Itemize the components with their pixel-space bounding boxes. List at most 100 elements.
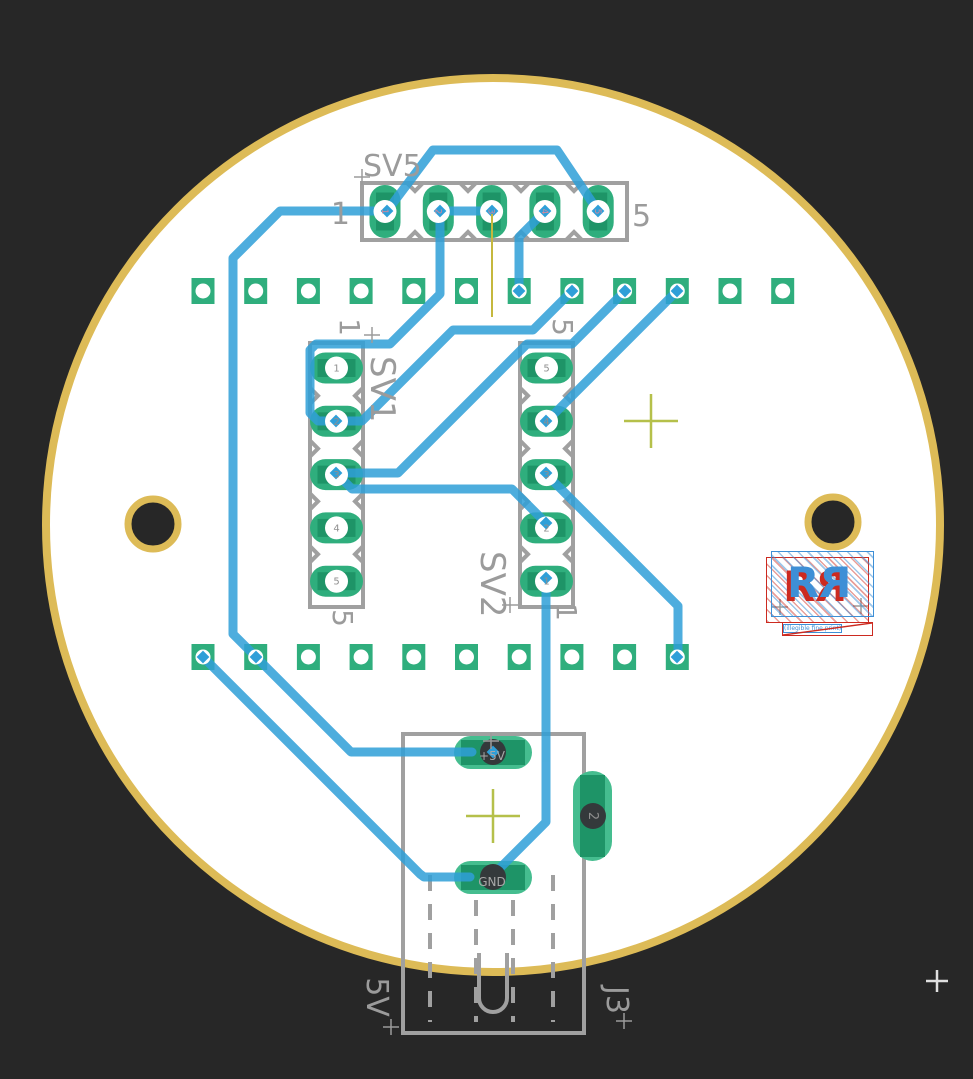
sv5-outline-notch [511, 181, 531, 194]
sv1-outline-notch [352, 491, 365, 511]
sv5-pad-number: 4 [539, 209, 549, 215]
ra-logo-blue-hatch-rect [771, 551, 874, 617]
sv2-outline-notch [518, 386, 531, 406]
bottom-row-hole-3 [300, 649, 316, 665]
sv2-outline-notch [562, 544, 575, 564]
sv5-pin5-label: 5 [632, 199, 651, 234]
sv1-hole-5 [325, 569, 348, 593]
sv2-pad-number: 4 [543, 417, 549, 428]
trace-junction-diamond [380, 204, 394, 218]
sv2-hole-1 [535, 356, 558, 380]
sv1-pin5-label: 5 [326, 609, 359, 627]
ra-logo-letters-blue: RR [787, 558, 852, 607]
top-row-hole-11 [722, 283, 738, 299]
sv1-pad-number: 1 [333, 364, 339, 375]
sv1-pad-number: 2 [333, 417, 339, 428]
bottom-row-hole-7 [511, 649, 527, 665]
trace-junction-diamond [485, 204, 499, 218]
sv5-pad-number: 2 [432, 209, 442, 215]
trace-row1p8-to-sv1p2[interactable] [331, 286, 577, 426]
sv2-pad-number: 1 [543, 577, 549, 588]
silk-origin-cross [354, 169, 370, 185]
sv1-outline-notch [352, 439, 365, 459]
ra-logo-letters-red: RR [783, 562, 848, 611]
mounting-hole-1[interactable] [124, 495, 182, 553]
sv1-pad-number: 3 [333, 470, 339, 481]
j3-pad2-label: 2 [585, 812, 600, 820]
sv2-designator-label: SV2 [472, 551, 512, 617]
trace-sv2p3-to-row2p10[interactable] [541, 469, 683, 662]
mounting-hole-2[interactable] [804, 493, 862, 551]
j3-u-mark [477, 953, 509, 1014]
trace-row2p1-to-gnd[interactable] [198, 652, 475, 882]
sv5-pin1-label: 1 [331, 197, 350, 232]
trace-sv5p4-to-row1p7[interactable] [514, 206, 550, 296]
trace-sv2p1-to-gnd[interactable] [488, 573, 551, 880]
origin-cross-olive [466, 789, 520, 843]
copyright-fine-print: (illegible fine print) [782, 622, 873, 636]
sv2-pin1-label: 1 [550, 603, 583, 621]
origin-cross-olive [624, 394, 678, 448]
sv5-outline-notch [564, 229, 584, 242]
silk-origin-cross [383, 1019, 399, 1035]
sv5-outline-notch [458, 181, 478, 194]
sv1-pin1-label: 1 [333, 318, 366, 336]
sv1-pad-number: 5 [333, 577, 339, 588]
j3-body-outline [401, 732, 586, 1035]
j3-designator-label: J3 [599, 984, 634, 1014]
sv1-outline-notch [308, 491, 321, 511]
sv2-pad-number: 2 [543, 523, 549, 534]
bottom-row-hole-8 [564, 649, 580, 665]
sv5-outline-notch [458, 229, 478, 242]
sv2-outline-notch [518, 439, 531, 459]
bottom-row-hole-4 [353, 649, 369, 665]
top-row-hole-4 [353, 283, 369, 299]
sv5-pad-number: 5 [592, 209, 602, 215]
strike-line [783, 623, 872, 635]
sv1-outline-notch [308, 544, 321, 564]
trace-junction-diamond [433, 204, 447, 218]
top-row-hole-5 [406, 283, 422, 299]
j3-hole-2 [580, 803, 606, 829]
sv1-outline-notch [352, 386, 365, 406]
j3-pad3-label: GND [478, 875, 506, 889]
grid-cross-white [926, 970, 948, 992]
sv2-pad-number: 5 [543, 364, 549, 375]
top-row-hole-2 [248, 283, 264, 299]
sv1-hole-4 [325, 516, 348, 540]
silk-origin-cross [483, 733, 499, 749]
copper-traces-layer[interactable] [198, 145, 683, 882]
trace-sv5-top-arc[interactable] [382, 145, 603, 216]
sv1-hole-1 [325, 356, 348, 380]
sv2-outline-notch [562, 439, 575, 459]
sv2-outline-notch [518, 544, 531, 564]
trace-junction-diamond [329, 414, 343, 428]
top-row-hole-6 [459, 283, 474, 299]
sv1-pad-number: 4 [333, 523, 339, 534]
trace-row1p10-to-sv2p4[interactable] [541, 286, 682, 427]
trace-sv5p2-to-sv1p2[interactable] [305, 206, 445, 426]
top-row-hole-3 [300, 283, 316, 299]
silk-origin-cross [502, 597, 518, 613]
silk-origin-cross [616, 1013, 632, 1029]
sv5-pad-number: 3 [486, 209, 496, 215]
bottom-row-hole-9 [617, 649, 633, 665]
sv5-outline-notch [405, 229, 425, 242]
trace-sv5p1-left-down[interactable] [228, 206, 477, 757]
j3-5v-label: 5V [359, 977, 394, 1017]
sv5-pad-number: 1 [379, 209, 389, 215]
board-outline-layer [42, 74, 944, 976]
bottom-row-hole-6 [459, 649, 474, 665]
sv5-designator-label: SV5 [363, 149, 422, 184]
j3-pad1-label: +5V [479, 749, 506, 763]
sv1-outline-notch [308, 439, 321, 459]
bottom-row-hole-5 [406, 649, 422, 665]
traces-group [198, 145, 683, 882]
ra-logo: RR RR (illegible fine print) [766, 551, 876, 641]
trace-row1p9-to-sv1p3[interactable] [331, 286, 630, 478]
board-circle[interactable] [42, 74, 944, 976]
sv1-outline-notch [352, 544, 365, 564]
trace-junction-diamond [329, 466, 343, 480]
